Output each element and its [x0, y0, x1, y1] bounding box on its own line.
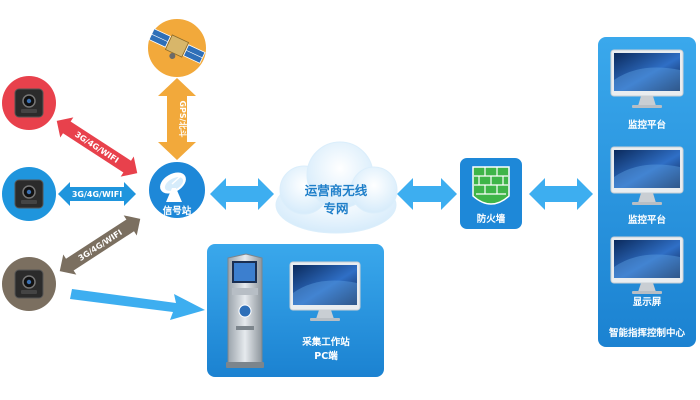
device-to-workstation-arrow	[70, 289, 205, 320]
firewall-icon	[472, 166, 510, 205]
device-blue-link-arrow: 3G/4G/WIFI	[58, 182, 136, 206]
signal-station-node: 信号站	[147, 160, 207, 220]
device-brown-link-label: 3G/4G/WIFI	[77, 228, 124, 263]
body-camera-icon	[14, 269, 44, 299]
monitor-3-label: 显示屏	[633, 297, 662, 308]
command-center-panel: 监控平台 监控平台 显示屏 智能指挥控制中心	[598, 37, 696, 347]
device-brown-link-arrow: 3G/4G/WIFI	[59, 215, 141, 275]
cloud-node: 运营商无线 专网	[275, 141, 398, 234]
workstation-panel: 采集工作站 PC端	[207, 244, 384, 377]
device-red-link-arrow: 3G/4G/WIFI	[56, 117, 138, 177]
monitor-icon	[610, 146, 684, 205]
kiosk-icon	[226, 253, 264, 368]
gps-link-label: GPS/北斗	[178, 100, 188, 137]
pc-monitor-icon	[289, 261, 361, 321]
monitor-icon	[610, 49, 684, 108]
cloud-icon	[275, 141, 398, 234]
monitor-2: 监控平台	[610, 146, 684, 226]
monitor-1-label: 监控平台	[628, 119, 667, 131]
monitor-3: 显示屏	[610, 236, 684, 308]
gps-link-arrow: GPS/北斗	[158, 78, 196, 160]
firewall-node: 防火墙	[458, 156, 524, 231]
device-red-node	[2, 76, 56, 130]
cloud-firewall-link-arrow	[397, 178, 457, 210]
monitor-2-label: 监控平台	[628, 214, 667, 226]
satellite-icon	[148, 28, 206, 64]
body-camera-icon	[14, 88, 44, 118]
dish-antenna-icon	[160, 172, 186, 202]
signal-station-label: 信号站	[163, 205, 192, 217]
monitor-1: 监控平台	[610, 49, 684, 131]
firewall-label: 防火墙	[477, 213, 506, 225]
device-blue-node	[2, 167, 56, 221]
firewall-center-link-arrow	[529, 178, 593, 210]
monitor-icon	[610, 236, 684, 294]
station-cloud-link-arrow	[210, 178, 274, 210]
cloud-label-line2: 专网	[323, 201, 348, 216]
device-red-link-label: 3G/4G/WIFI	[73, 130, 120, 165]
workstation-label-line2: PC端	[314, 350, 338, 362]
cloud-label-line1: 运营商无线	[305, 183, 368, 198]
satellite-node	[146, 17, 208, 79]
device-blue-link-label: 3G/4G/WIFI	[72, 190, 122, 199]
body-camera-icon	[14, 179, 44, 209]
command-center-title: 智能指挥控制中心	[609, 327, 686, 339]
workstation-label-line1: 采集工作站	[301, 336, 350, 348]
device-brown-node	[2, 257, 56, 311]
